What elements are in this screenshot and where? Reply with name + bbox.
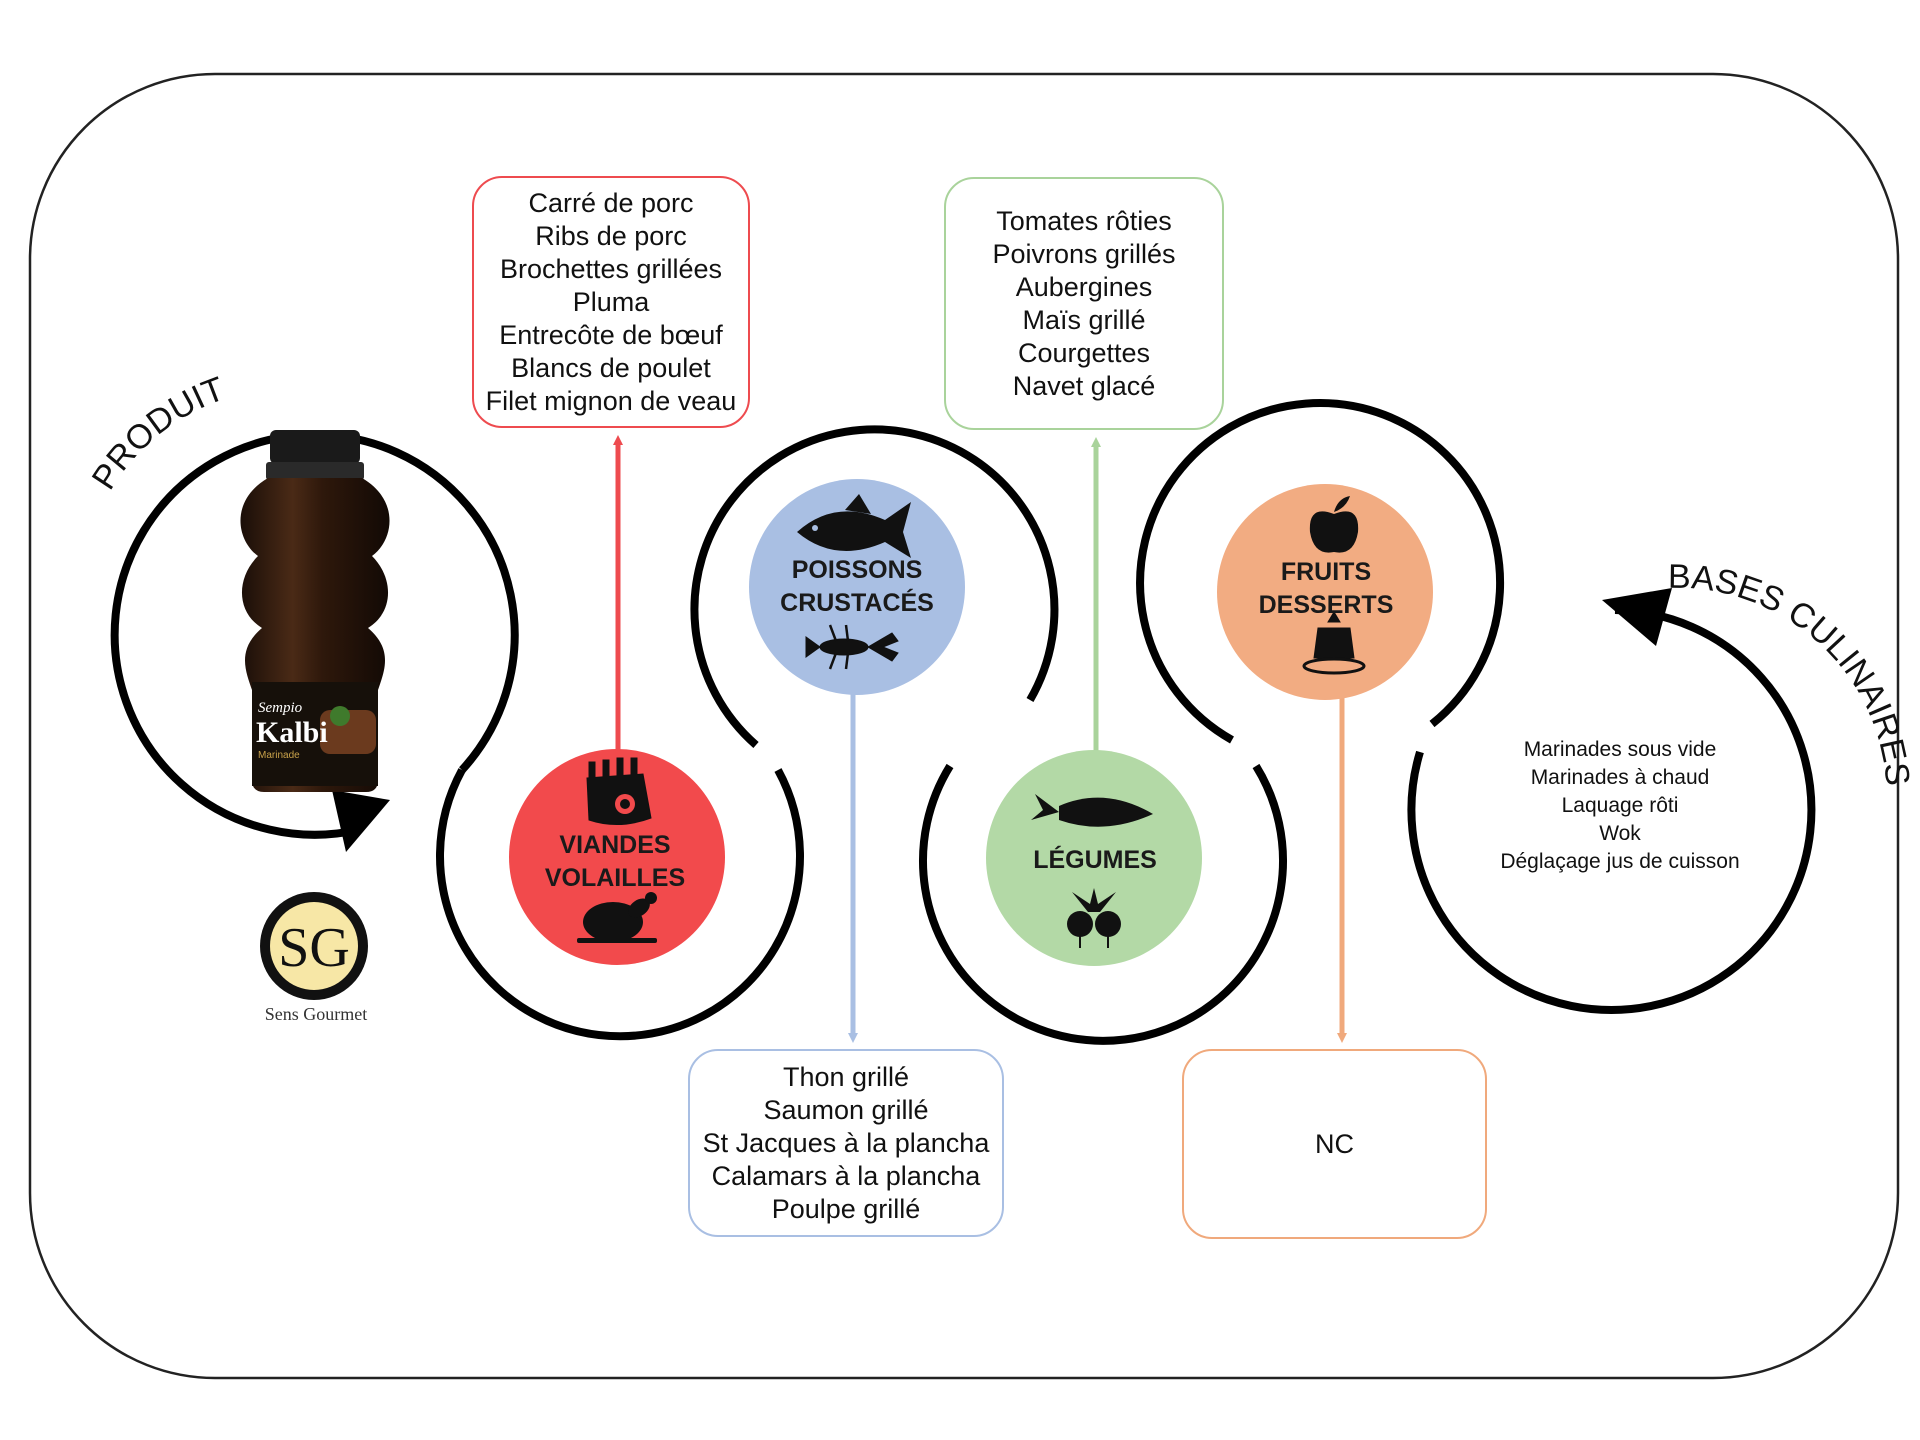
fruits-loop [1136, 399, 1505, 744]
list-item: Poulpe grillé [771, 1193, 921, 1224]
bottle-brand-text: Sempio [258, 700, 303, 716]
list-item: Calamars à la plancha [711, 1160, 981, 1191]
list-item: Ribs de porc [535, 220, 687, 251]
list-item: Poivrons grillés [992, 238, 1176, 269]
fruits-label-line1: FRUITS [1280, 558, 1372, 586]
list-item: Marinades sous vide [1523, 738, 1717, 761]
list-item: Navet glacé [1012, 370, 1156, 401]
list-item: Thon grillé [782, 1061, 910, 1092]
bottle-label-garnish [330, 706, 350, 726]
pudding-icon [1302, 611, 1366, 675]
list-item: Entrecôte de bœuf [499, 319, 723, 350]
rack-of-ribs-icon [586, 757, 652, 826]
fish-icon [797, 494, 911, 558]
poissons-loop [690, 425, 1059, 749]
viandes-label-line2: VOLAILLES [544, 864, 686, 892]
viandes-label-line1: VIANDES [559, 831, 671, 859]
bases-loop [1407, 606, 1816, 1014]
sens-gourmet-logo: SG [260, 892, 368, 1000]
viandes-label: VIANDES VOLAILLES [505, 829, 725, 895]
poissons-label-line1: POISSONS [791, 556, 923, 584]
poissons-items-box: Thon grillé Saumon grillé St Jacques à l… [688, 1049, 1004, 1237]
list-item: Marinades à chaud [1530, 766, 1710, 789]
fruits-items-box: NC [1182, 1049, 1487, 1239]
list-item: NC [1315, 1128, 1354, 1159]
list-item: Déglaçage jus de cuisson [1500, 850, 1740, 873]
fruits-label-line2: DESSERTS [1258, 591, 1394, 619]
legumes-items-box: Tomates rôties Poivrons grillés Aubergin… [944, 177, 1224, 430]
bases-loop-arrowhead [1602, 588, 1672, 646]
fruits-circle [1217, 484, 1433, 700]
list-item: Filet mignon de veau [485, 385, 737, 416]
poissons-label: POISSONS CRUSTACÉS [742, 554, 972, 620]
produit-heading-text: PRODUIT [85, 370, 230, 496]
list-item: Brochettes grillées [499, 253, 723, 284]
legumes-loop [919, 763, 1287, 1045]
list-item: Wok [1599, 822, 1641, 845]
outer-frame [28, 72, 1900, 1380]
produit-loop [110, 430, 519, 839]
list-item: Tomates rôties [996, 205, 1172, 236]
viandes-loop [436, 768, 804, 1041]
list-item: Saumon grillé [763, 1094, 929, 1125]
produit-loop-arrowhead [332, 790, 390, 852]
list-item: Courgettes [1017, 337, 1151, 368]
viandes-items-box: Carré de porc Ribs de porc Brochettes gr… [472, 176, 750, 428]
list-item: Carré de porc [528, 187, 694, 218]
lobster-icon [805, 624, 899, 670]
bottle-neck [266, 462, 364, 480]
poissons-label-line2: CRUSTACÉS [780, 589, 934, 617]
carrot-icon [1031, 794, 1153, 827]
bottle-cap [270, 430, 360, 464]
produit-heading: PRODUIT [85, 370, 230, 496]
legumes-label: LÉGUMES [985, 844, 1205, 877]
fruits-label: FRUITS DESSERTS [1216, 556, 1436, 622]
legumes-label-line1: LÉGUMES [1033, 846, 1157, 874]
viandes-circle [509, 749, 725, 965]
list-item: St Jacques à la plancha [702, 1127, 990, 1158]
serpentine-path [110, 399, 1816, 1045]
sauce-bottle: Sempio Kalbi Marinade [240, 430, 390, 792]
list-item: Laquage rôti [1561, 794, 1679, 817]
roast-chicken-icon [577, 892, 657, 943]
logo-caption: Sens Gourmet [264, 1004, 368, 1024]
bottle-sub-text: Marinade [258, 750, 300, 761]
list-item: Pluma [572, 286, 650, 317]
radish-icon [1067, 888, 1121, 948]
list-item: Maïs grillé [1022, 304, 1146, 335]
list-item: Blancs de poulet [511, 352, 711, 383]
apple-icon [1309, 496, 1359, 553]
bottle-name-text: Kalbi [256, 716, 328, 749]
list-item: Aubergines [1015, 271, 1153, 302]
bases-culinaires-list: Marinades sous vide Marinades à chaud La… [1440, 736, 1800, 876]
logo-monogram-text: SG [278, 917, 350, 979]
